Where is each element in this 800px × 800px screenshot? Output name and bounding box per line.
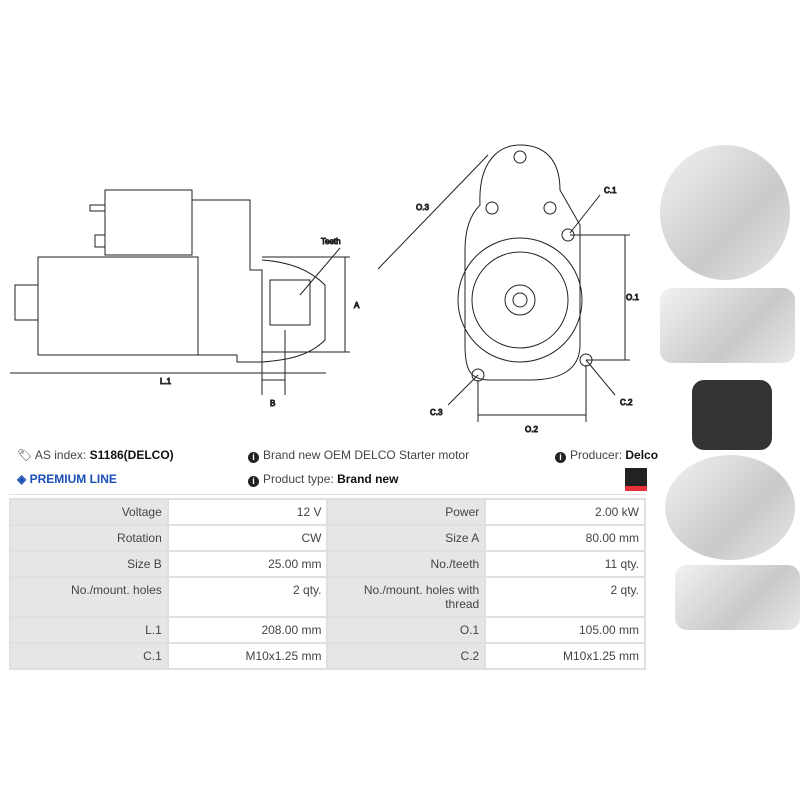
as-index: 🏷 AS index: S1186(DELCO) [17, 448, 174, 462]
c1-label: C.1 [604, 186, 617, 195]
spec-label: C.1 [9, 642, 169, 670]
premium-line[interactable]: ◈ PREMIUM LINE [17, 472, 117, 486]
spec-value: 12 V [166, 498, 329, 526]
teeth-label: Teeth [321, 237, 341, 246]
o1-label: O.1 [626, 293, 639, 302]
spec-label: Size A [326, 524, 487, 552]
size-b-label: B [270, 399, 275, 408]
spec-value: M10x1.25 mm [166, 642, 329, 670]
spec-label: No./teeth [326, 550, 487, 578]
product-photo-front[interactable] [660, 145, 790, 280]
spec-value: 2 qty. [484, 576, 646, 618]
technical-drawing: Teeth A B L.1 O.3 C.1 O.1 C.2 C.3 O.2 [10, 144, 640, 435]
as-index-value: S1186(DELCO) [89, 448, 174, 462]
spec-label: Voltage [9, 498, 169, 526]
product-photo-solenoid[interactable] [692, 380, 772, 450]
spec-label: Power [326, 498, 487, 526]
spec-value: 105.00 mm [484, 616, 646, 644]
size-a-label: A [354, 301, 360, 310]
spec-value: CW [166, 524, 329, 552]
tag-icon: 🏷 [17, 448, 33, 462]
spec-value: 2 qty. [166, 576, 329, 618]
divider [9, 494, 646, 495]
producer-flag [625, 468, 647, 486]
l1-label: L.1 [160, 377, 172, 386]
o3-label: O.3 [416, 203, 429, 212]
spec-label: C.2 [326, 642, 487, 670]
producer-flag-stripe [625, 486, 647, 491]
spec-value: 2.00 kW [484, 498, 646, 526]
info-icon: i [248, 476, 259, 487]
product-photo-rear[interactable] [665, 455, 795, 560]
spec-label: Rotation [9, 524, 169, 552]
side-view [10, 189, 350, 395]
spec-value: 208.00 mm [166, 616, 329, 644]
diamond-icon: ◈ [17, 472, 27, 486]
spec-value: 80.00 mm [484, 524, 646, 552]
info-icon: i [555, 452, 566, 463]
spec-value: M10x1.25 mm [484, 642, 646, 670]
info-icon: i [248, 452, 259, 463]
spec-value: 11 qty. [484, 550, 646, 578]
spec-label: Size B [9, 550, 169, 578]
product-photo-side[interactable] [660, 288, 795, 363]
spec-label: No./mount. holes with thread [326, 576, 487, 618]
spec-label: No./mount. holes [9, 576, 169, 618]
c3-label: C.3 [430, 408, 443, 417]
product-photo-angle[interactable] [675, 565, 800, 630]
spec-label: L.1 [9, 616, 169, 644]
c2-label: C.2 [620, 398, 633, 407]
front-view [377, 144, 630, 422]
spec-label: O.1 [326, 616, 487, 644]
o2-label: O.2 [525, 425, 538, 434]
spec-value: 25.00 mm [166, 550, 329, 578]
